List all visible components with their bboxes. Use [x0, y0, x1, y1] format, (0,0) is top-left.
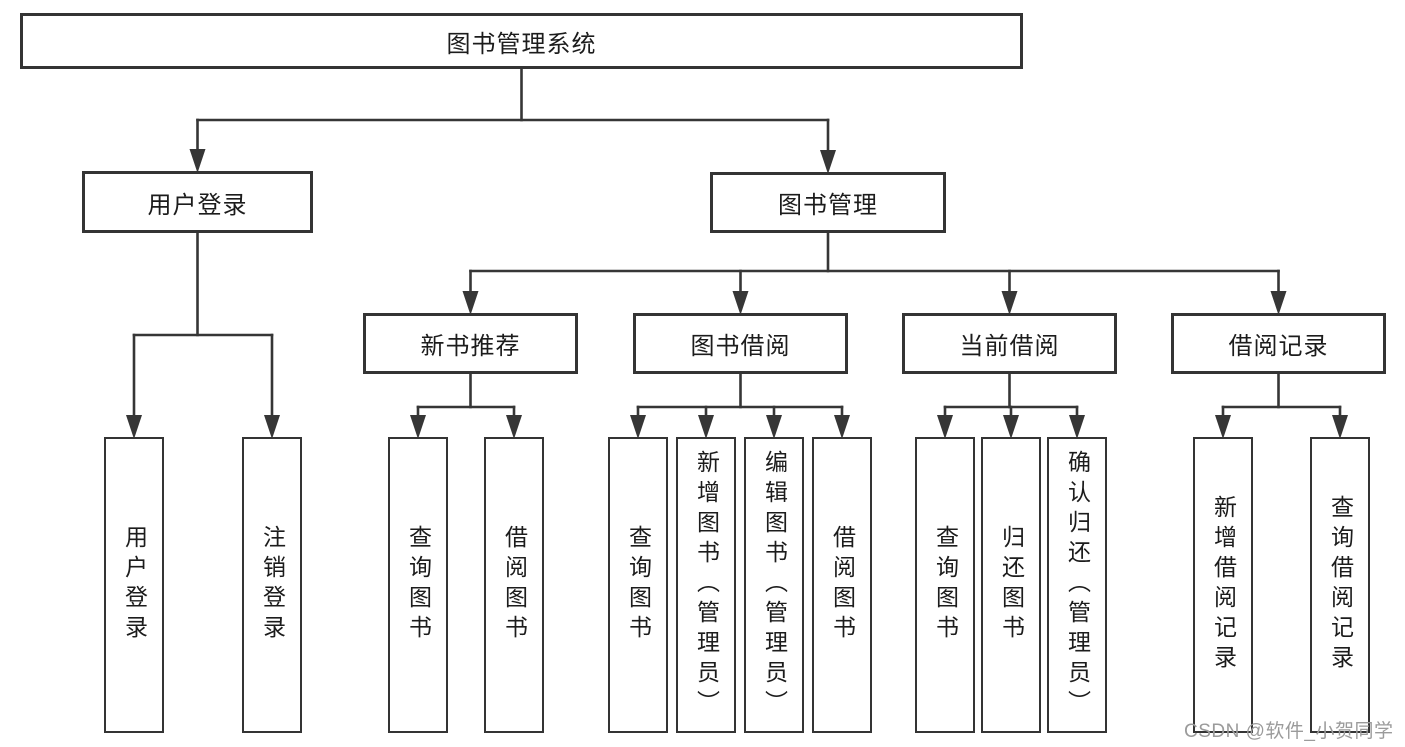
node-label-bb-add-book: 新增图书（管理员） — [693, 450, 720, 720]
node-label-root: 图书管理系统 — [446, 30, 597, 58]
node-cb-return-book: 归还图书 — [981, 437, 1041, 733]
arrowhead-icon — [1270, 291, 1287, 315]
node-label-leaf-user-login: 用户登录 — [121, 525, 148, 645]
node-label-bb-edit-book: 编辑图书（管理员） — [761, 450, 788, 720]
arrowhead-icon — [732, 291, 749, 315]
node-label-cb-return-book: 归还图书 — [998, 525, 1025, 645]
node-label-leaf-logout: 注销登录 — [259, 525, 286, 645]
arrowhead-icon — [189, 149, 206, 173]
node-br-add-record: 新增借阅记录 — [1193, 437, 1253, 733]
node-current-borrow: 当前借阅 — [902, 313, 1117, 374]
node-label-nb-borrow-book: 借阅图书 — [501, 525, 528, 645]
node-bb-borrow-book: 借阅图书 — [812, 437, 872, 733]
node-leaf-logout: 注销登录 — [242, 437, 302, 733]
arrowhead-icon — [1001, 291, 1018, 315]
node-nb-query-book: 查询图书 — [388, 437, 448, 733]
node-cb-query-book: 查询图书 — [915, 437, 975, 733]
csdn-watermark: CSDN @软件_小贺同学 — [1184, 721, 1394, 742]
arrowhead-icon — [834, 415, 850, 439]
node-label-cb-confirm-return: 确认归还（管理员） — [1064, 450, 1091, 720]
node-label-bb-query-book: 查询图书 — [625, 525, 652, 645]
node-label-cb-query-book: 查询图书 — [932, 525, 959, 645]
arrowhead-icon — [462, 291, 479, 315]
node-root: 图书管理系统 — [20, 13, 1023, 69]
node-borrow-records: 借阅记录 — [1171, 313, 1386, 374]
arrowhead-icon — [630, 415, 646, 439]
arrowhead-icon — [937, 415, 953, 439]
node-label-user-login: 用户登录 — [147, 191, 248, 219]
node-leaf-user-login: 用户登录 — [104, 437, 164, 733]
node-new-book-recommend: 新书推荐 — [363, 313, 578, 374]
node-label-br-add-record: 新增借阅记录 — [1210, 495, 1237, 675]
node-label-book-borrow: 图书借阅 — [690, 333, 791, 360]
arrowhead-icon — [820, 150, 836, 174]
node-user-login: 用户登录 — [82, 171, 313, 233]
arrowhead-icon — [1332, 415, 1348, 439]
arrowhead-icon — [410, 415, 426, 439]
node-label-bb-borrow-book: 借阅图书 — [829, 525, 856, 645]
node-label-current-borrow: 当前借阅 — [959, 333, 1060, 360]
node-br-query-record: 查询借阅记录 — [1310, 437, 1370, 733]
node-bb-edit-book: 编辑图书（管理员） — [744, 437, 804, 733]
arrowhead-icon — [506, 415, 522, 439]
node-book-borrow: 图书借阅 — [633, 313, 848, 374]
arrowhead-icon — [698, 415, 714, 439]
arrowhead-icon — [1069, 415, 1085, 439]
arrowhead-icon — [1003, 415, 1019, 439]
node-label-nb-query-book: 查询图书 — [405, 525, 432, 645]
node-nb-borrow-book: 借阅图书 — [484, 437, 544, 733]
arrowhead-icon — [126, 415, 142, 439]
arrowhead-icon — [264, 415, 280, 439]
arrowhead-icon — [1215, 415, 1231, 439]
node-label-new-book-recommend: 新书推荐 — [420, 333, 521, 360]
node-book-mgmt: 图书管理 — [710, 172, 946, 233]
node-bb-query-book: 查询图书 — [608, 437, 668, 733]
node-label-book-mgmt: 图书管理 — [778, 192, 878, 219]
node-label-borrow-records: 借阅记录 — [1228, 333, 1329, 360]
node-cb-confirm-return: 确认归还（管理员） — [1047, 437, 1107, 733]
node-bb-add-book: 新增图书（管理员） — [676, 437, 736, 733]
arrowhead-icon — [766, 415, 782, 439]
node-label-br-query-record: 查询借阅记录 — [1327, 495, 1354, 675]
